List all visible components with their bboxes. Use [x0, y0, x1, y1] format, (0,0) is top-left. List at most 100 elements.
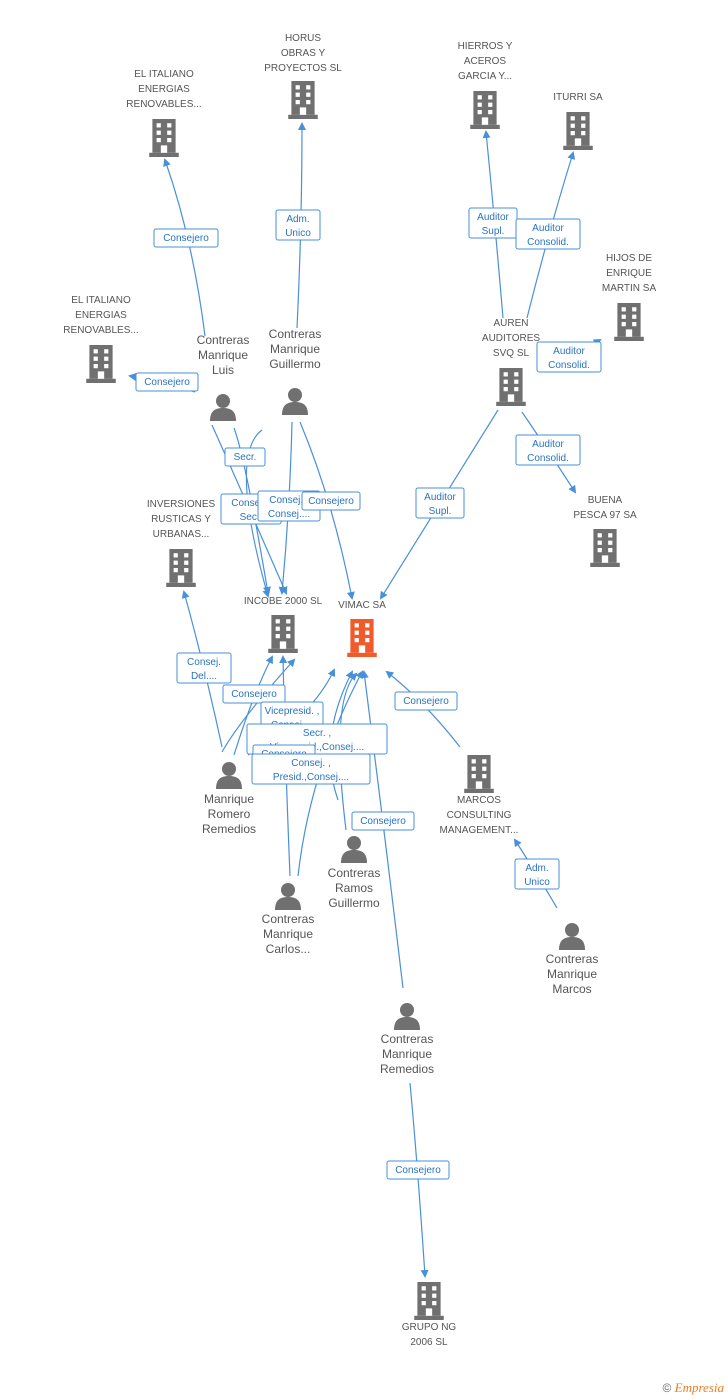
copyright-symbol: © — [662, 1381, 672, 1395]
relation-label-r1[interactable]: Consejero — [153, 228, 219, 248]
node-label-line: Manrique — [270, 342, 320, 356]
node-label-line: ENERGIAS — [75, 310, 127, 321]
node-label-line: 2006 SL — [410, 1337, 448, 1348]
node-label-line: Guillermo — [269, 357, 321, 371]
person-icon — [282, 388, 308, 415]
relation-label-r20[interactable]: Consejero — [351, 811, 415, 831]
person-icon — [216, 762, 242, 789]
node-label-line: Ramos — [335, 881, 373, 895]
company-node-iturri[interactable] — [563, 112, 593, 150]
relation-label-r12[interactable]: Consejero — [301, 491, 361, 511]
relation-text: Consolid. — [548, 360, 590, 371]
node-label-line: PESCA 97 SA — [573, 510, 637, 521]
company-node-buena[interactable] — [590, 529, 620, 567]
relation-text: Consejero — [403, 696, 449, 707]
person-icon — [394, 1003, 420, 1030]
relation-label-r21[interactable]: Adm. Unico — [514, 858, 560, 890]
node-label-line: Guillermo — [328, 896, 380, 910]
node-label-line: MARCOS — [457, 795, 501, 806]
person-icon — [275, 883, 301, 910]
person-node-guillermo[interactable] — [282, 388, 308, 415]
relation-text: Supl. — [482, 226, 505, 237]
company-node-italiano2[interactable] — [86, 345, 116, 383]
person-node-ramos[interactable] — [341, 836, 367, 863]
building-icon — [288, 81, 318, 119]
node-label-line: OBRAS Y — [281, 48, 326, 59]
relation-text: Consolid. — [527, 453, 569, 464]
node-label-line: MANAGEMENT... — [440, 825, 519, 836]
company-node-inversiones[interactable] — [166, 549, 196, 587]
building-icon — [470, 91, 500, 129]
node-label-line: HIJOS DE — [606, 253, 652, 264]
node-label-line: RENOVABLES... — [126, 99, 201, 110]
relation-text: Consejero — [360, 816, 406, 827]
relation-text: Auditor — [424, 492, 456, 503]
node-label-line: Contreras — [328, 866, 381, 880]
relation-label-r9[interactable]: Secr. — [224, 447, 266, 467]
building-icon — [86, 345, 116, 383]
relation-label-r8[interactable]: Consejero — [135, 372, 199, 392]
building-icon — [268, 615, 298, 653]
relation-text: Adm. — [525, 863, 548, 874]
relation-text: Auditor — [532, 223, 564, 234]
company-node-auren[interactable] — [496, 368, 526, 406]
node-label-line: AUREN — [493, 318, 528, 329]
relation-label-r18[interactable]: Consej. ,Presid.,Consej.... — [251, 753, 371, 785]
relation-text: Del.... — [191, 671, 217, 682]
building-icon — [563, 112, 593, 150]
company-node-marcos_consulting[interactable] — [464, 755, 494, 793]
node-label-line: EL ITALIANO — [134, 69, 194, 80]
person-node-luis[interactable] — [210, 394, 236, 421]
company-node-hierros[interactable] — [470, 91, 500, 129]
node-label-line: ACEROS — [464, 56, 507, 67]
node-label-line: Luis — [212, 363, 234, 377]
relation-label-r13[interactable]: Consej. Del.... — [176, 652, 232, 684]
person-node-romero[interactable] — [216, 762, 242, 789]
relation-text: Supl. — [429, 506, 452, 517]
node-label-line: Contreras — [197, 333, 250, 347]
node-label-line: CONSULTING — [447, 810, 512, 821]
relation-label-r19[interactable]: Consejero — [394, 691, 458, 711]
empresia-logo: Empresia — [674, 1380, 724, 1395]
relation-text: Consej. — [187, 657, 221, 668]
node-label-line: Contreras — [269, 327, 322, 341]
node-label-line: HORUS — [285, 33, 321, 44]
company-node-vimac[interactable] — [347, 619, 377, 657]
node-label-line: RUSTICAS Y — [151, 514, 211, 525]
building-icon — [166, 549, 196, 587]
node-label-line: RENOVABLES... — [63, 325, 138, 336]
node-label-line: Romero — [208, 807, 251, 821]
node-label-line: Remedios — [380, 1062, 434, 1076]
relation-text: Unico — [524, 877, 550, 888]
relation-text: Consej.... — [268, 509, 310, 520]
person-icon — [341, 836, 367, 863]
building-icon — [590, 529, 620, 567]
empresia-watermark[interactable]: © Empresia — [662, 1380, 724, 1396]
company-node-grupo_ng[interactable] — [414, 1282, 444, 1320]
node-label-line: Contreras — [381, 1032, 434, 1046]
node-label-line: Carlos... — [266, 942, 311, 956]
relation-text: Consej. , — [291, 758, 330, 769]
relation-label-r14[interactable]: Consejero — [222, 684, 286, 704]
company-node-hijos[interactable] — [614, 303, 644, 341]
relation-label-r2[interactable]: Adm.Unico — [275, 209, 321, 241]
company-node-italiano1[interactable] — [149, 119, 179, 157]
person-node-remedios[interactable] — [394, 1003, 420, 1030]
relation-label-r22[interactable]: Consejero — [386, 1160, 450, 1180]
company-node-incobe[interactable] — [268, 615, 298, 653]
person-node-marcos[interactable] — [559, 923, 585, 950]
relation-text: Secr. — [240, 512, 263, 523]
node-label-line: ITURRI SA — [553, 92, 603, 103]
node-label-line: Contreras — [546, 952, 599, 966]
relation-text: Auditor — [477, 212, 509, 223]
person-icon — [559, 923, 585, 950]
company-node-horus[interactable] — [288, 81, 318, 119]
person-node-carlos[interactable] — [275, 883, 301, 910]
node-label-line: ENRIQUE — [606, 268, 652, 279]
